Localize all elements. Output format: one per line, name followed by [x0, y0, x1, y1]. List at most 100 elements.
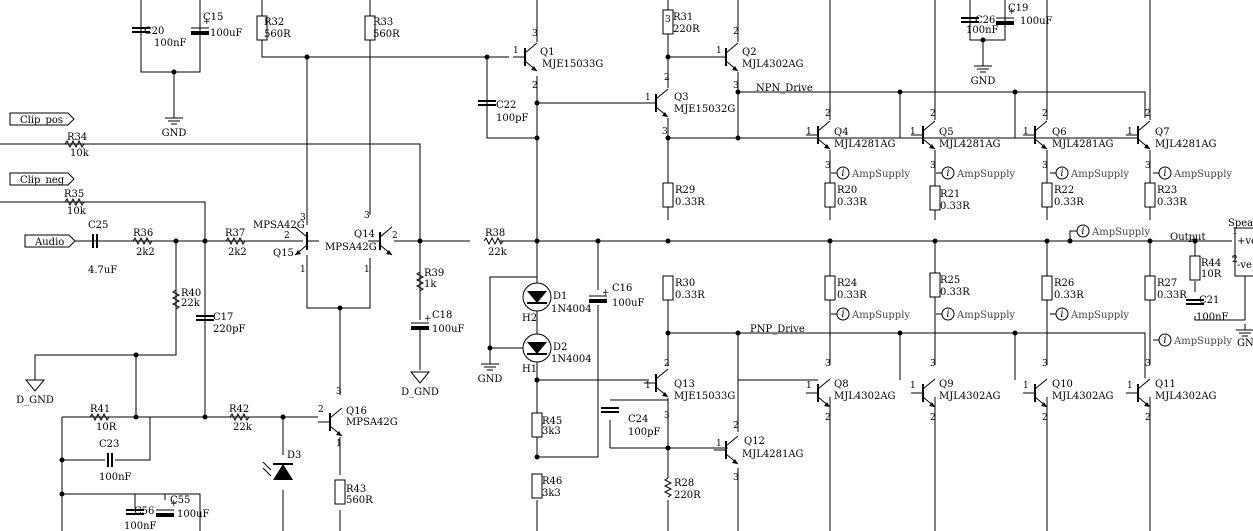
- pin-number: 1: [1023, 127, 1029, 137]
- pin-number: 1: [1127, 127, 1133, 137]
- resistor-r32: [256, 15, 268, 41]
- wire: [62, 493, 201, 531]
- pin-number: +: [170, 499, 178, 509]
- value-q5: MJL4281AG: [939, 139, 1001, 150]
- transistor-q10: [1023, 378, 1048, 408]
- pin-number: 3: [665, 15, 671, 25]
- ref-c16: C16: [612, 283, 632, 294]
- junction-dot: [534, 238, 540, 244]
- diode-d1: [522, 282, 552, 312]
- ref-q4: Q4: [834, 127, 849, 138]
- amp-supply-label: AmpSupply: [1173, 169, 1232, 180]
- value-r27: 0.33R: [1157, 290, 1187, 301]
- value-c23: 100nF: [99, 472, 132, 483]
- wire: [486, 57, 537, 139]
- resistor-r41: [89, 412, 110, 422]
- value-c17: 220pF: [213, 324, 245, 335]
- ref-r26: R26: [1054, 278, 1074, 289]
- wire: [34, 241, 177, 380]
- pin-number: 3: [300, 213, 306, 223]
- junction-dot: [665, 445, 671, 451]
- ref-c17: C17: [213, 312, 233, 323]
- amp-supply-info-icon: i: [831, 307, 850, 321]
- ref-r21: R21: [940, 189, 960, 200]
- ground-label: GND: [478, 374, 503, 385]
- junction-dot: [173, 238, 179, 244]
- capacitor-c19: [996, 17, 1014, 25]
- amp-supply-label: AmpSupply: [1173, 336, 1232, 347]
- pin-number: 2: [733, 27, 739, 37]
- ref-q6: Q6: [1052, 127, 1067, 138]
- npn-drive-label: NPN_Drive: [756, 83, 813, 94]
- junction-dot: [337, 305, 343, 311]
- ref-c20: C20: [144, 26, 164, 37]
- amp-supply-label: AmpSupply: [956, 310, 1015, 321]
- transistor-q2: [714, 42, 739, 72]
- transistor-q1: [513, 42, 538, 72]
- value-q8: MJL4302AG: [834, 391, 896, 402]
- junction-dot: [1067, 238, 1073, 244]
- value-q12: MJL4281AG: [742, 449, 804, 460]
- ref-r35: R35: [64, 189, 84, 200]
- ref-r38: R38: [485, 228, 505, 239]
- pin-number: 1: [1023, 381, 1029, 391]
- value-r36: 2k2: [136, 247, 155, 258]
- value-r37: 2k2: [228, 247, 247, 258]
- value-c55: 100uF: [177, 509, 210, 520]
- pin-number: 2: [664, 359, 670, 369]
- transistor-q7: [1126, 120, 1151, 150]
- ground-label: GND: [971, 76, 996, 87]
- value-d2: 1N4004: [551, 354, 592, 365]
- amp-supply-info-icon: i: [1153, 166, 1172, 180]
- value-r33: 560R: [373, 29, 400, 40]
- pin-number: 2: [284, 231, 290, 241]
- value-r29: 0.33R: [675, 197, 705, 208]
- clip-pos-flag-text: Clip_pos: [20, 115, 63, 126]
- ref-r32: R32: [264, 17, 284, 28]
- svg-text:i: i: [1060, 168, 1063, 179]
- value-r26: 0.33R: [1054, 290, 1084, 301]
- ref-r27: R27: [1157, 278, 1177, 289]
- ref-c26: C26: [975, 15, 995, 26]
- d-gnd-label: D_GND: [16, 395, 54, 406]
- resistor-r45: [531, 412, 543, 438]
- pin-number: 1: [645, 93, 651, 103]
- amp-supply-label: AmpSupply: [1091, 227, 1150, 238]
- capacitor-c21: [1186, 299, 1204, 305]
- transistor-q13: [644, 368, 669, 398]
- transistor-q9: [911, 378, 936, 408]
- pin-number: 3: [930, 359, 936, 369]
- pin-number: 3: [532, 29, 538, 39]
- ref-r44: R44: [1201, 258, 1221, 269]
- value-q10: MJL4302AG: [1052, 391, 1114, 402]
- wire: [1194, 316, 1245, 321]
- output-label: Output: [1170, 232, 1206, 243]
- pin-number: 3: [825, 161, 831, 171]
- ref-r41: R41: [90, 404, 110, 415]
- pin-number: 2: [318, 405, 324, 415]
- transistor-q16: [318, 407, 343, 437]
- wire: [668, 332, 1146, 378]
- resistor-r40: [171, 289, 181, 310]
- pin-number: 2: [930, 109, 936, 119]
- value-c26: 100nF: [966, 25, 999, 36]
- audio-flag: [24, 234, 76, 248]
- pin-number: 3: [1145, 359, 1151, 369]
- amp-supply-info-icon: i: [1050, 307, 1069, 321]
- resistor-r42: [229, 412, 250, 422]
- capacitor-c25: [92, 234, 98, 248]
- value-c20: 100nF: [154, 38, 187, 49]
- value-r24: 0.33R: [837, 290, 867, 301]
- resistor-r22: [1041, 182, 1053, 208]
- pin-number: 3: [825, 359, 831, 369]
- amp-supply-info-icon: i: [936, 166, 955, 180]
- pin-number: 1: [806, 127, 812, 137]
- value-q4: MJL4281AG: [834, 139, 896, 150]
- amp-supply-label: AmpSupply: [1070, 310, 1129, 321]
- value-r44: 10R: [1201, 269, 1222, 280]
- ref-q14: Q14: [354, 229, 375, 240]
- ref-r33: R33: [373, 17, 393, 28]
- value-r25: 0.33R: [940, 287, 970, 298]
- junction-dot: [133, 414, 139, 420]
- ref-q13: Q13: [674, 379, 695, 390]
